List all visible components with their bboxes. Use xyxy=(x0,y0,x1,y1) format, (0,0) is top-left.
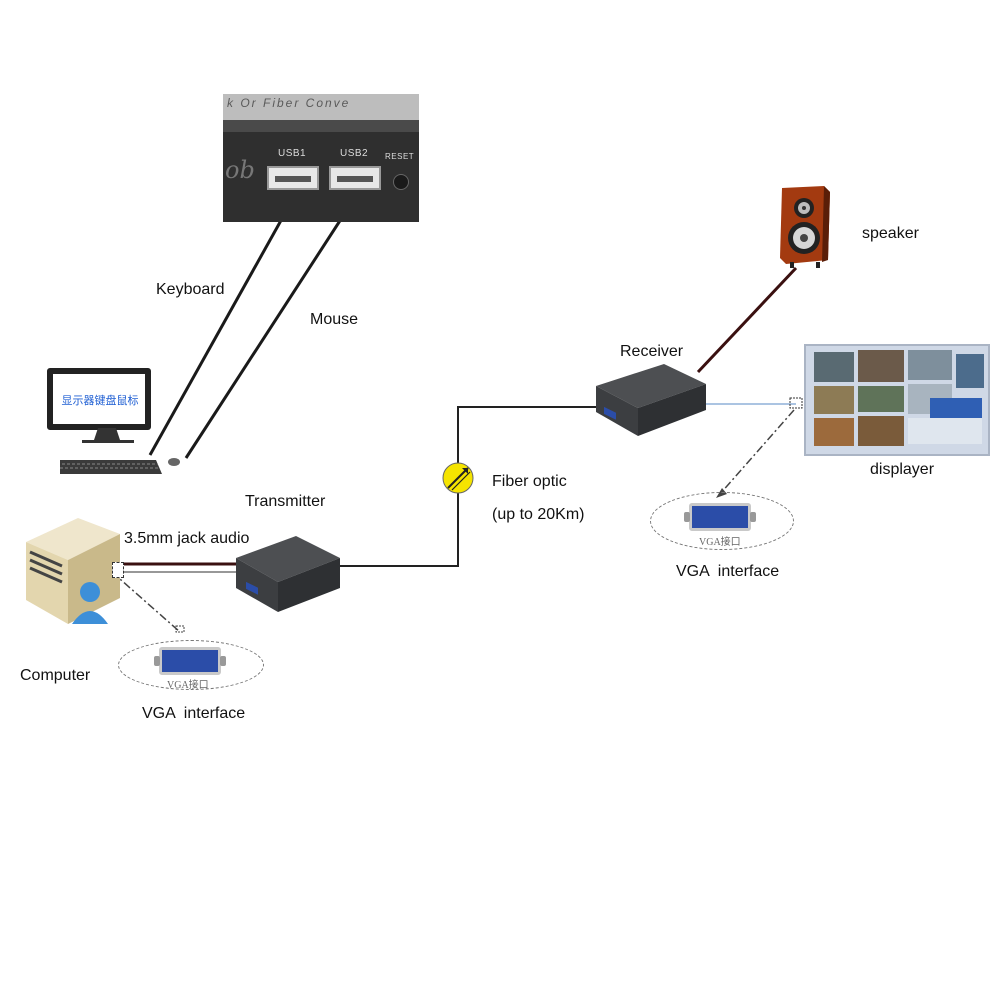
vga-connector-icon xyxy=(154,647,226,675)
reset-button-icon xyxy=(393,174,409,190)
speaker-cable xyxy=(696,266,798,374)
receiver-label: Receiver xyxy=(620,343,684,360)
fiber-label-line1: Fiber optic xyxy=(492,473,567,490)
transmitter-device-icon xyxy=(236,536,340,612)
vga-connector-icon xyxy=(684,503,756,531)
mouse-cable xyxy=(184,195,358,459)
vga-caption-left: VGA接口 xyxy=(167,680,209,691)
speaker-label: speaker xyxy=(862,225,919,242)
usb-panel-logo: ob xyxy=(225,156,255,184)
computer-icon xyxy=(26,518,120,624)
transmitter-label: Transmitter xyxy=(245,493,326,510)
vga-interface-right: VGA接口 xyxy=(650,492,794,550)
monitor-screen-text: 显示器键盘鼠标 xyxy=(61,394,139,407)
keyboard-label: Keyboard xyxy=(156,281,225,298)
usb1-port xyxy=(267,166,319,190)
usb-panel-photo: k Or Fiber Conve ob USB1 USB2 RESET xyxy=(223,94,419,222)
vga-interface-right-label: VGA interface xyxy=(676,563,780,580)
audio-label: 3.5mm jack audio xyxy=(124,530,250,547)
vga-caption-right: VGA接口 xyxy=(699,537,741,548)
usb2-port xyxy=(329,166,381,190)
vga-link-right xyxy=(719,409,795,495)
computer-port-icon xyxy=(112,562,124,578)
monitor-icon: 显示器键盘鼠标 xyxy=(47,368,151,430)
mouse-label: Mouse xyxy=(310,311,359,328)
receiver-device-icon xyxy=(596,364,706,436)
keyboard-cable xyxy=(148,189,300,456)
fiber-label-line2: (up to 20Km) xyxy=(492,506,585,523)
fiber-marker-icon xyxy=(442,462,474,494)
vga-interface-left-label: VGA interface xyxy=(142,705,246,722)
computer-label: Computer xyxy=(20,667,91,684)
keyboard-mouse-icon xyxy=(60,428,180,474)
reset-label: RESET xyxy=(385,152,415,161)
displayer-screen-icon xyxy=(804,344,990,456)
speaker-icon xyxy=(780,186,830,268)
displayer-label: displayer xyxy=(870,461,935,478)
usb2-label: USB2 xyxy=(340,148,369,159)
vga-interface-left: VGA接口 xyxy=(118,640,264,691)
vga-link-left xyxy=(111,571,181,633)
usb1-label: USB1 xyxy=(278,148,307,159)
